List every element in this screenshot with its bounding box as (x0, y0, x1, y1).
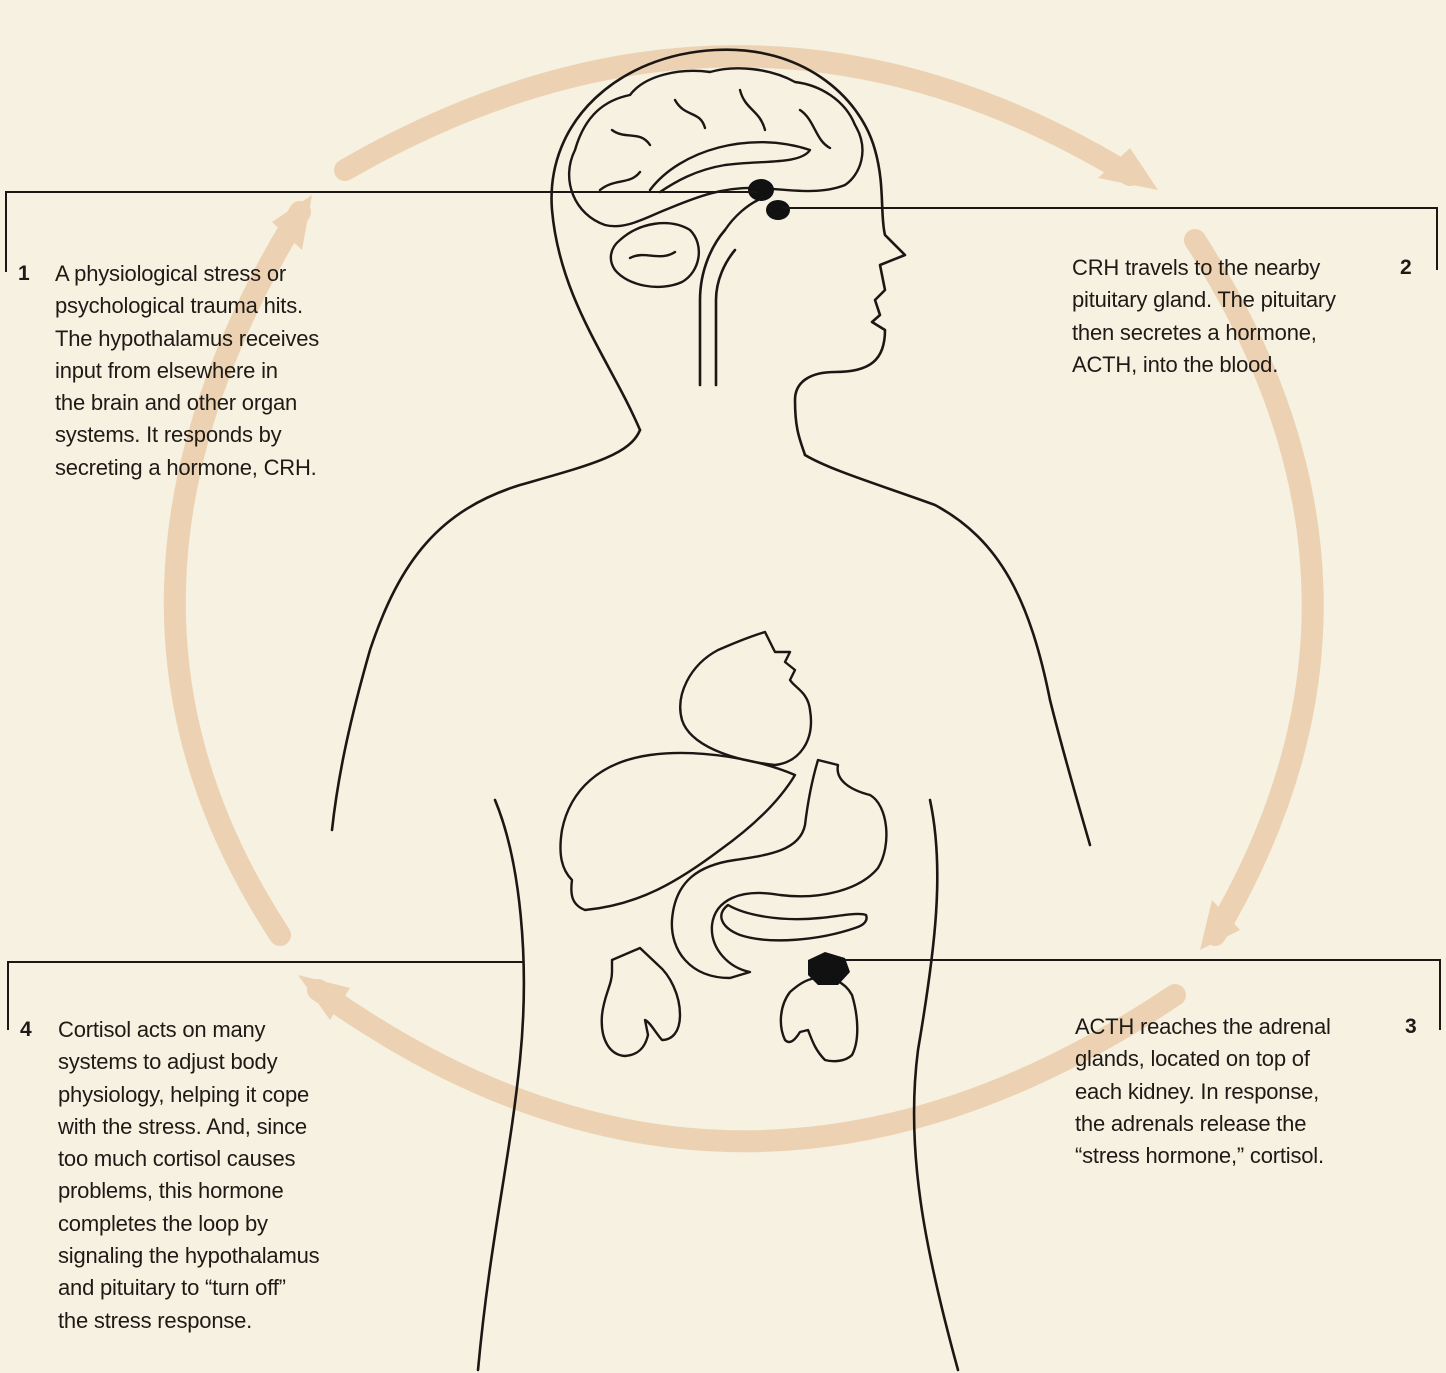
brain-fold-5 (800, 110, 830, 148)
spinal-cord-right (716, 250, 735, 385)
cycle-arrow-bottom (318, 990, 1175, 1141)
step-2-number: 2 (1400, 252, 1411, 284)
human-body-outline-icon (332, 50, 1090, 1370)
heart-icon (680, 632, 811, 765)
step-1-caption: 1 A physiological stress or psychologica… (18, 258, 378, 484)
step-2-text: CRH travels to the nearby pituitary glan… (1072, 252, 1432, 381)
step-3-number: 3 (1405, 1011, 1416, 1043)
brain-stem (725, 200, 758, 230)
cycle-arrows (175, 56, 1313, 1141)
cerebellum-fold (630, 252, 675, 258)
left-kidney-icon (602, 948, 680, 1056)
pituitary-dot (766, 200, 790, 220)
torso-left (332, 430, 640, 830)
step-4-caption: 4 Cortisol acts on many systems to adjus… (20, 1014, 380, 1337)
waist-right (914, 800, 958, 1370)
adrenal-gland-dot (808, 952, 850, 985)
step-4-text: Cortisol acts on many systems to adjust … (58, 1014, 380, 1337)
organs (560, 632, 886, 1061)
brain-fold-2 (612, 130, 650, 145)
step-2-caption: 2 CRH travels to the nearby pituitary gl… (1072, 252, 1432, 381)
spinal-cord (700, 230, 725, 385)
right-kidney-icon (781, 977, 857, 1061)
brain-fold-3 (675, 100, 705, 128)
brain-fold-1 (600, 172, 640, 190)
pancreas-icon (721, 905, 866, 940)
step-3-caption: 3 ACTH reaches the adrenal glands, locat… (1075, 1011, 1435, 1172)
brain-fold-4 (740, 90, 765, 130)
step-3-text: ACTH reaches the adrenal glands, located… (1075, 1011, 1435, 1172)
stomach-icon (672, 760, 887, 978)
head-outline (552, 50, 905, 455)
brain-icon (569, 68, 862, 287)
step-1-number: 1 (18, 258, 29, 290)
liver-icon (560, 753, 795, 910)
corpus-callosum (650, 142, 810, 192)
step-4-number: 4 (20, 1014, 31, 1046)
hypothalamus-dot (748, 179, 774, 201)
step-1-text: A physiological stress or psychological … (55, 258, 378, 484)
cycle-arrow-top (345, 56, 1130, 175)
